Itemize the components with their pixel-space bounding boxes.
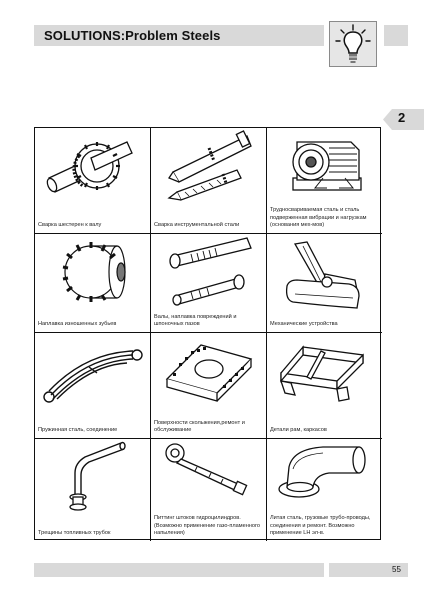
lightbulb-icon	[329, 21, 377, 67]
pipe-elbow-icon	[278, 446, 366, 498]
motor-housing-icon	[292, 141, 362, 191]
grid-cell: Валы, наплавка повреждений и шпоночных п…	[151, 234, 267, 333]
cell-caption: Детали рам, каркасов	[270, 426, 327, 433]
cell-caption: Питтинг штоков гидроцилиндров. (Возможно…	[154, 515, 261, 536]
cell-caption: Наплавка изношенных зубьев	[38, 320, 117, 327]
header-bar-right	[384, 25, 408, 46]
gear-shaft-icon	[46, 141, 133, 193]
solutions-grid: Сварка шестерен к валу Сварка инструмент…	[34, 127, 382, 541]
cell-caption: Сварка инструментальной стали	[154, 221, 240, 228]
header-bar: SOLUTIONS:Problem Steels	[34, 25, 324, 46]
sliding-block-icon	[165, 344, 253, 402]
cell-caption: Поверхности скольжения,ремонт и обслужив…	[154, 419, 245, 433]
grid-cell: Питтинг штоков гидроцилиндров. (Возможно…	[151, 439, 267, 541]
cell-caption: Трещины топливных трубок	[38, 529, 111, 536]
cell-caption: Пружинная сталь, соединение	[38, 426, 118, 433]
section-number: 2	[398, 110, 406, 125]
worn-gear-icon	[62, 242, 126, 302]
cell-caption: Сварка шестерен к валу	[38, 221, 102, 228]
frame-icon	[280, 345, 364, 402]
grid-cell: Сварка инструментальной стали	[151, 128, 267, 234]
tool-steel-icon	[167, 130, 252, 201]
grid-cell: Детали рам, каркасов	[267, 333, 382, 439]
cell-caption: Трудносвариваемая сталь и сталь подверже…	[270, 207, 367, 228]
cell-caption: Механические устройства	[270, 320, 338, 327]
hydraulic-rod-icon	[165, 443, 248, 496]
grid-cell: Сварка шестерен к валу	[35, 128, 151, 234]
page-title: SOLUTIONS:Problem Steels	[44, 28, 221, 43]
cell-caption: Литая сталь, грузовые трубо-проводы, сое…	[270, 515, 371, 536]
fuel-pipe-icon	[69, 441, 126, 511]
page-number: 55	[392, 565, 401, 574]
grid-cell: Механические устройства	[267, 234, 382, 333]
section-tab	[383, 109, 424, 130]
grid-cell: Поверхности скольжения,ремонт и обслужив…	[151, 333, 267, 439]
leaf-spring-icon	[43, 349, 143, 403]
mechanical-arm-icon	[285, 241, 360, 309]
cell-caption: Валы, наплавка повреждений и шпоночных п…	[154, 313, 237, 327]
grid-cell: Трещины топливных трубок	[35, 439, 151, 541]
grid-cell: Пружинная сталь, соединение	[35, 333, 151, 439]
footer-bar	[34, 563, 324, 577]
grid-cell: Трудносвариваемая сталь и сталь подверже…	[267, 128, 382, 234]
footer-bar-right	[329, 563, 408, 577]
shafts-icon	[169, 237, 252, 306]
grid-cell: Наплавка изношенных зубьев	[35, 234, 151, 333]
grid-cell: Литая сталь, грузовые трубо-проводы, сое…	[267, 439, 382, 541]
